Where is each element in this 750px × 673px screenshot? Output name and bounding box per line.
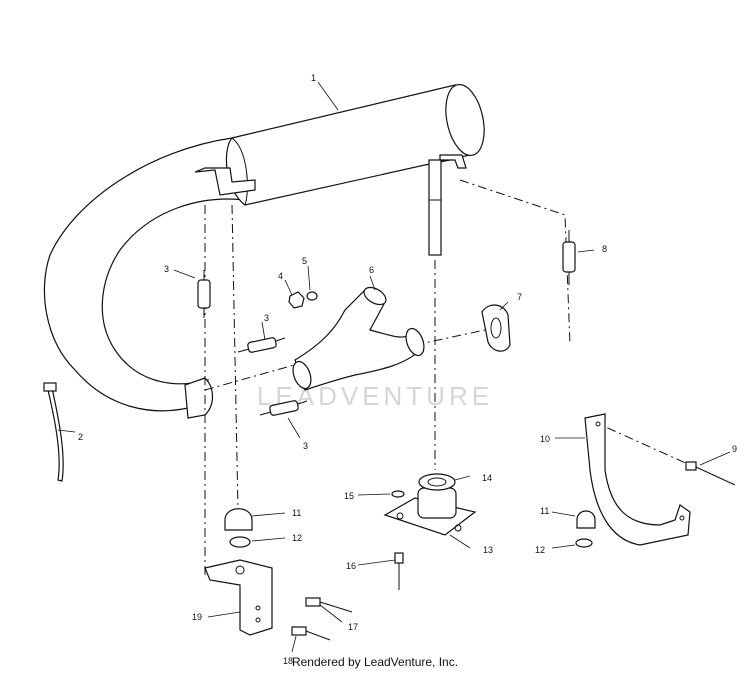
callout-2: 2: [78, 432, 83, 442]
callout-4: 4: [278, 271, 283, 281]
callout-8: 8: [602, 244, 607, 254]
callout-1: 1: [311, 73, 316, 83]
callout-3c: 3: [303, 441, 308, 451]
callout-6: 6: [369, 265, 374, 275]
spring-part-right: [562, 230, 576, 285]
grommet-part-right: [576, 510, 596, 529]
spring-part-middle: [237, 337, 286, 353]
callout-19: 19: [192, 612, 202, 622]
bracket-part-right: [584, 413, 691, 546]
nut-part: [288, 291, 305, 309]
callout-3b: 3: [264, 313, 269, 323]
y-pipe-part: [292, 286, 425, 391]
grommet-part-left: [224, 508, 253, 531]
bolt-part-right: [685, 461, 736, 486]
callout-14: 14: [482, 473, 492, 483]
callout-18: 18: [283, 656, 293, 666]
callout-12-right: 12: [535, 545, 545, 555]
callout-11-left: 11: [292, 508, 301, 518]
washer-part-left: [229, 536, 251, 548]
leader-lines: [57, 81, 731, 653]
spring-part-upper: [197, 270, 211, 318]
callout-7: 7: [517, 292, 522, 302]
bolt-part-18: [291, 626, 331, 641]
strap-part: [43, 382, 64, 482]
washer-part: [306, 291, 318, 301]
washer-part-15: [391, 490, 405, 498]
bracket-part-left: [204, 559, 273, 636]
callout-3a: 3: [164, 264, 169, 274]
muffler-part: [43, 83, 485, 419]
callout-13: 13: [483, 545, 493, 555]
callout-12-left: 12: [292, 533, 302, 543]
bolt-part-17: [305, 597, 353, 613]
spring-part-lower: [259, 400, 308, 416]
callout-16: 16: [346, 561, 356, 571]
callout-9: 9: [732, 444, 737, 454]
callout-5: 5: [302, 256, 307, 266]
callout-15: 15: [344, 491, 354, 501]
assembly-lines: [204, 179, 691, 575]
footer-credit: Rendered by LeadVenture, Inc.: [291, 655, 459, 669]
washer-part-right: [575, 538, 593, 548]
callout-11-right: 11: [540, 506, 549, 516]
callout-17: 17: [348, 622, 358, 632]
callouts: 1 2 3 3 3 4 5 6 7 8 9 10 11 11 12 12 13 …: [78, 73, 737, 666]
isolator-mount-part: [383, 473, 477, 536]
bolt-part-16: [394, 552, 404, 590]
gasket-part: [481, 304, 511, 352]
callout-10: 10: [540, 434, 550, 444]
